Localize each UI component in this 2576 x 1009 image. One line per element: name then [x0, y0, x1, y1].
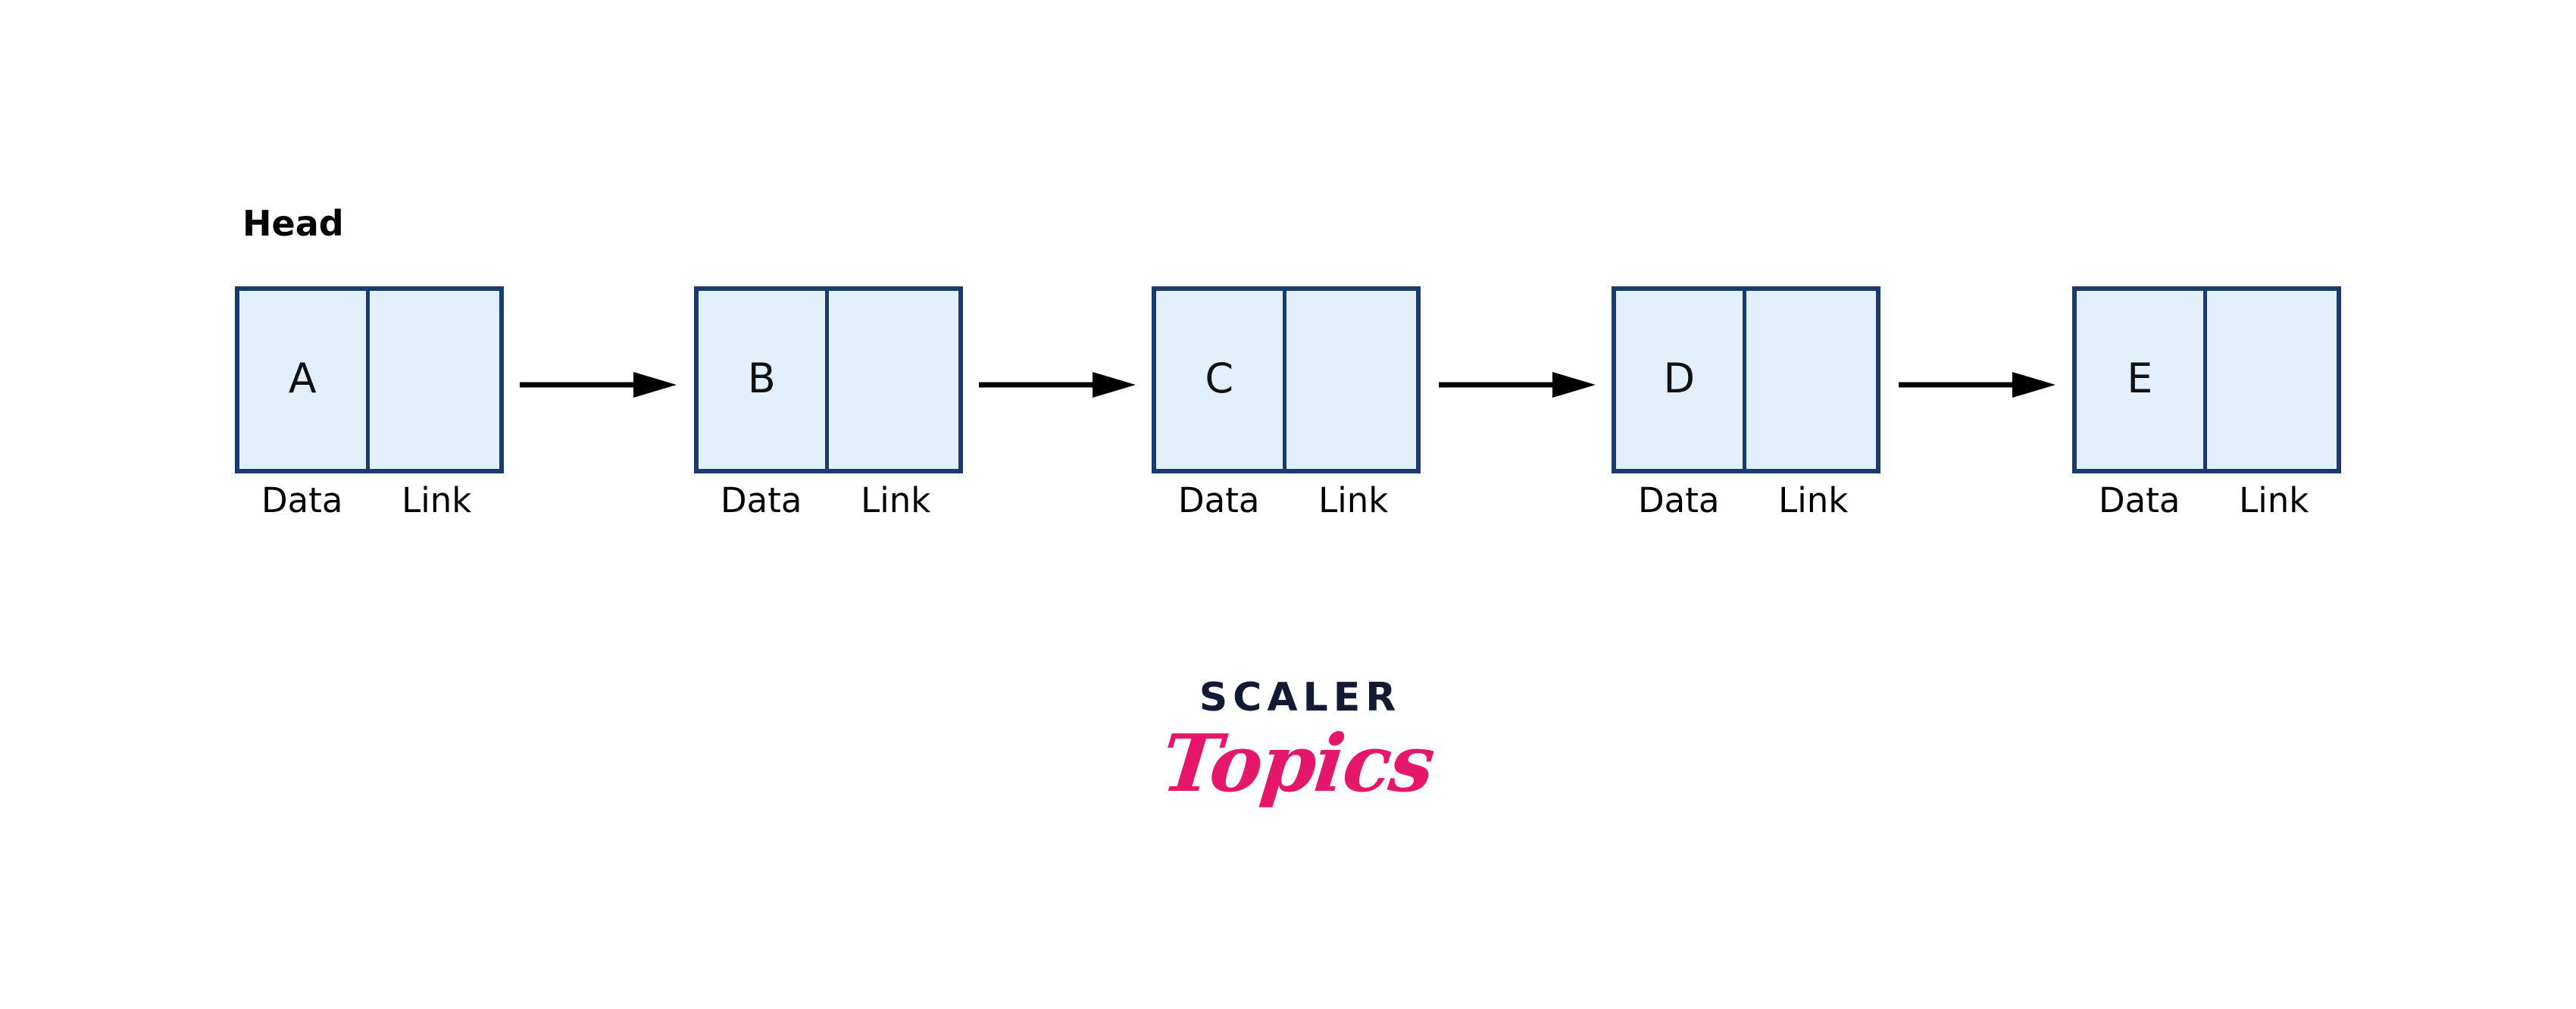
caption-link: Link	[861, 480, 931, 520]
caption-link: Link	[2239, 480, 2309, 520]
node-link-cell	[1286, 291, 1417, 469]
node-data-cell: B	[699, 291, 829, 469]
node-link-cell	[1746, 291, 1877, 469]
head-pointer-label: Head	[242, 203, 344, 244]
node-link-cell	[829, 291, 959, 469]
node-box: A	[235, 286, 504, 473]
caption-data: Data	[261, 480, 343, 520]
list-node-a[interactable]: A Data Link	[235, 286, 504, 520]
node-value: B	[747, 354, 776, 402]
arrow-d-to-e	[1899, 370, 2058, 399]
scaler-topics-logo: SCALER Topics	[1152, 678, 1443, 867]
node-value: A	[288, 354, 317, 402]
caption-link: Link	[1778, 480, 1849, 520]
node-captions: Data Link	[235, 478, 504, 523]
node-link-cell	[2207, 291, 2337, 469]
list-node-d[interactable]: D Data Link	[1612, 286, 1880, 520]
list-node-b[interactable]: B Data Link	[694, 286, 963, 520]
list-node-c[interactable]: C Data Link	[1152, 286, 1421, 520]
caption-data: Data	[721, 480, 802, 520]
node-data-cell: D	[1616, 291, 1746, 469]
node-value: D	[1663, 354, 1696, 402]
logo-wordmark-scaler: SCALER	[1199, 675, 1402, 720]
caption-data: Data	[1638, 480, 1720, 520]
caption-link: Link	[402, 480, 472, 520]
arrow-b-to-c	[979, 370, 1138, 399]
node-value: C	[1205, 354, 1234, 402]
node-captions: Data Link	[1612, 478, 1880, 523]
node-captions: Data Link	[2072, 478, 2341, 523]
caption-data: Data	[1178, 480, 1260, 520]
arrow-a-to-b	[520, 370, 679, 399]
list-node-e[interactable]: E Data Link	[2072, 286, 2341, 520]
node-data-cell: E	[2077, 291, 2207, 469]
node-captions: Data Link	[694, 478, 963, 523]
node-box: B	[694, 286, 963, 473]
node-box: E	[2072, 286, 2341, 473]
node-data-cell: A	[239, 291, 370, 469]
node-box: C	[1152, 286, 1421, 473]
caption-data: Data	[2099, 480, 2181, 520]
caption-link: Link	[1318, 480, 1389, 520]
arrow-c-to-d	[1439, 370, 1598, 399]
node-link-cell	[370, 291, 500, 469]
node-value: E	[2127, 354, 2153, 402]
node-data-cell: C	[1156, 291, 1286, 469]
node-captions: Data Link	[1152, 478, 1421, 523]
logo-wordmark-topics: Topics	[1157, 717, 1438, 810]
node-box: D	[1612, 286, 1880, 473]
